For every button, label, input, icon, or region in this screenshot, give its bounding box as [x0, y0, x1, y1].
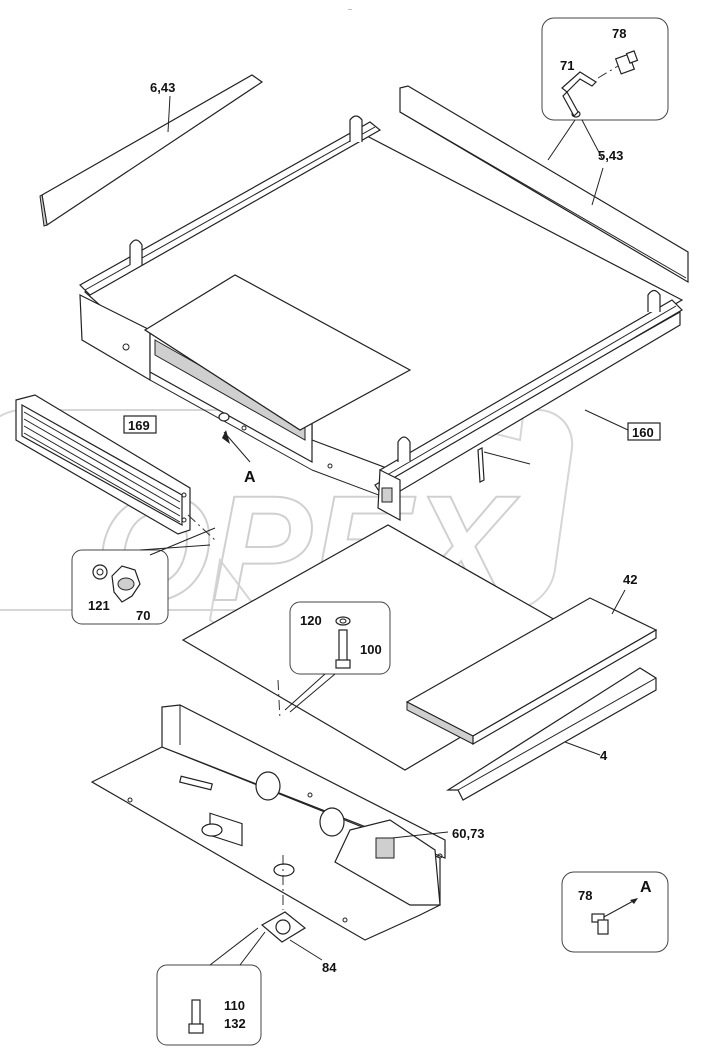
main-frame	[79, 115, 684, 522]
label-84: 84	[322, 960, 337, 975]
detail-marker-a: A	[187, 430, 256, 541]
label-70: 70	[136, 608, 150, 623]
label-71: 71	[560, 58, 574, 73]
label-5-43: 5,43	[598, 148, 623, 163]
label-60-73: 60,73	[452, 826, 485, 841]
label-169: 169	[128, 418, 150, 433]
callout-121-70: 121 70	[71, 527, 216, 625]
lower-cover-panel: 60,73	[90, 704, 485, 941]
label-6-43: 6,43	[150, 80, 175, 95]
label-a-main: A	[244, 469, 256, 486]
gasket-84: 84	[260, 911, 337, 975]
label-100: 100	[360, 642, 382, 657]
grille-169: 169	[15, 394, 191, 535]
label-42: 42	[623, 572, 637, 587]
label-78-top: 78	[612, 26, 626, 41]
label-132: 132	[224, 1016, 246, 1031]
panel-6-43: 6,43	[39, 74, 264, 227]
panel-5-43: 5,43	[399, 85, 689, 284]
label-4: 4	[600, 748, 608, 763]
label-78-detail: 78	[578, 888, 592, 903]
callout-71-78: 71 78	[541, 17, 669, 161]
label-160: 160	[632, 425, 654, 440]
label-a-detail: A	[640, 879, 652, 896]
label-120: 120	[300, 613, 322, 628]
detail-a-78: 78 A	[561, 871, 669, 953]
callout-120-100: 120 100	[277, 601, 391, 721]
callout-160: 160	[584, 409, 661, 441]
label-110: 110	[224, 998, 245, 1013]
callout-110-132: 110 132	[156, 927, 266, 1046]
board-4: 4	[445, 667, 657, 801]
board-42: 42	[405, 572, 658, 746]
label-121: 121	[88, 598, 110, 613]
header-mark: _	[347, 3, 352, 10]
